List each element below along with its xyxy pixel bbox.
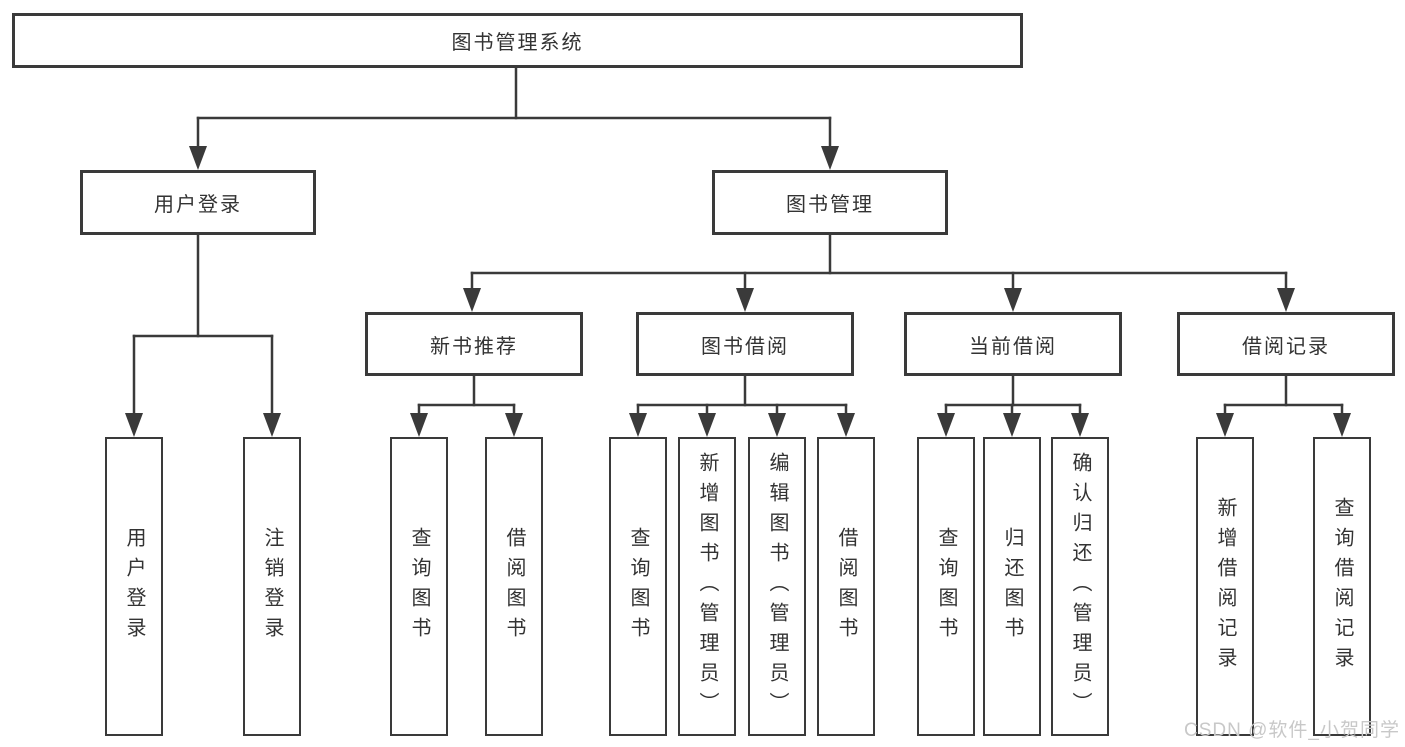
leaf-return-book-label: 归还图书 [1001, 526, 1023, 647]
node-root-label: 图书管理系统 [451, 32, 584, 54]
leaf-return-book: 归还图书 [983, 437, 1041, 736]
leaf-add-book-admin-label: 新增图书（管理员） [696, 451, 718, 722]
leaf-borrow-books-recommend: 借阅图书 [485, 437, 543, 736]
leaf-edit-book-admin: 编辑图书（管理员） [748, 437, 806, 736]
leaf-user-login: 用户登录 [105, 437, 163, 736]
node-user-login-label: 用户登录 [154, 194, 242, 216]
leaf-user-login-label: 用户登录 [123, 526, 145, 647]
arrowheads [125, 146, 1351, 437]
leaf-logout: 注销登录 [243, 437, 301, 736]
leaf-add-borrow-record: 新增借阅记录 [1196, 437, 1254, 736]
leaf-add-book-admin: 新增图书（管理员） [678, 437, 736, 736]
node-user-login: 用户登录 [80, 170, 316, 235]
leaf-query-books-borrowing: 查询图书 [609, 437, 667, 736]
node-root: 图书管理系统 [12, 13, 1023, 68]
leaf-borrow-books-recommend-label: 借阅图书 [503, 526, 525, 647]
node-book-borrowing: 图书借阅 [636, 312, 854, 376]
leaf-query-borrow-record: 查询借阅记录 [1313, 437, 1371, 736]
leaf-logout-label: 注销登录 [261, 526, 283, 647]
node-borrow-records: 借阅记录 [1177, 312, 1395, 376]
leaf-query-books-borrowing-label: 查询图书 [627, 526, 649, 647]
leaf-confirm-return-admin: 确认归还（管理员） [1051, 437, 1109, 736]
node-borrow-records-label: 借阅记录 [1242, 335, 1330, 358]
leaf-query-books-recommend-label: 查询图书 [408, 526, 430, 647]
leaf-query-books-recommend: 查询图书 [390, 437, 448, 736]
node-current-borrowing: 当前借阅 [904, 312, 1122, 376]
leaf-query-borrow-record-label: 查询借阅记录 [1331, 496, 1353, 677]
leaf-borrow-books: 借阅图书 [817, 437, 875, 736]
node-new-book-recommend: 新书推荐 [365, 312, 583, 376]
leaf-borrow-books-label: 借阅图书 [835, 526, 857, 647]
leaf-query-books-current: 查询图书 [917, 437, 975, 736]
csdn-watermark: CSDN @软件_小贺同学 [1184, 720, 1400, 741]
node-book-borrowing-label: 图书借阅 [701, 335, 789, 358]
node-new-book-recommend-label: 新书推荐 [430, 335, 518, 358]
node-book-management-label: 图书管理 [786, 194, 874, 216]
leaf-confirm-return-admin-label: 确认归还（管理员） [1069, 451, 1091, 722]
leaf-add-borrow-record-label: 新增借阅记录 [1214, 496, 1236, 677]
node-current-borrowing-label: 当前借阅 [969, 335, 1057, 358]
leaf-edit-book-admin-label: 编辑图书（管理员） [766, 451, 788, 722]
node-book-management: 图书管理 [712, 170, 948, 235]
leaf-query-books-current-label: 查询图书 [935, 526, 957, 647]
